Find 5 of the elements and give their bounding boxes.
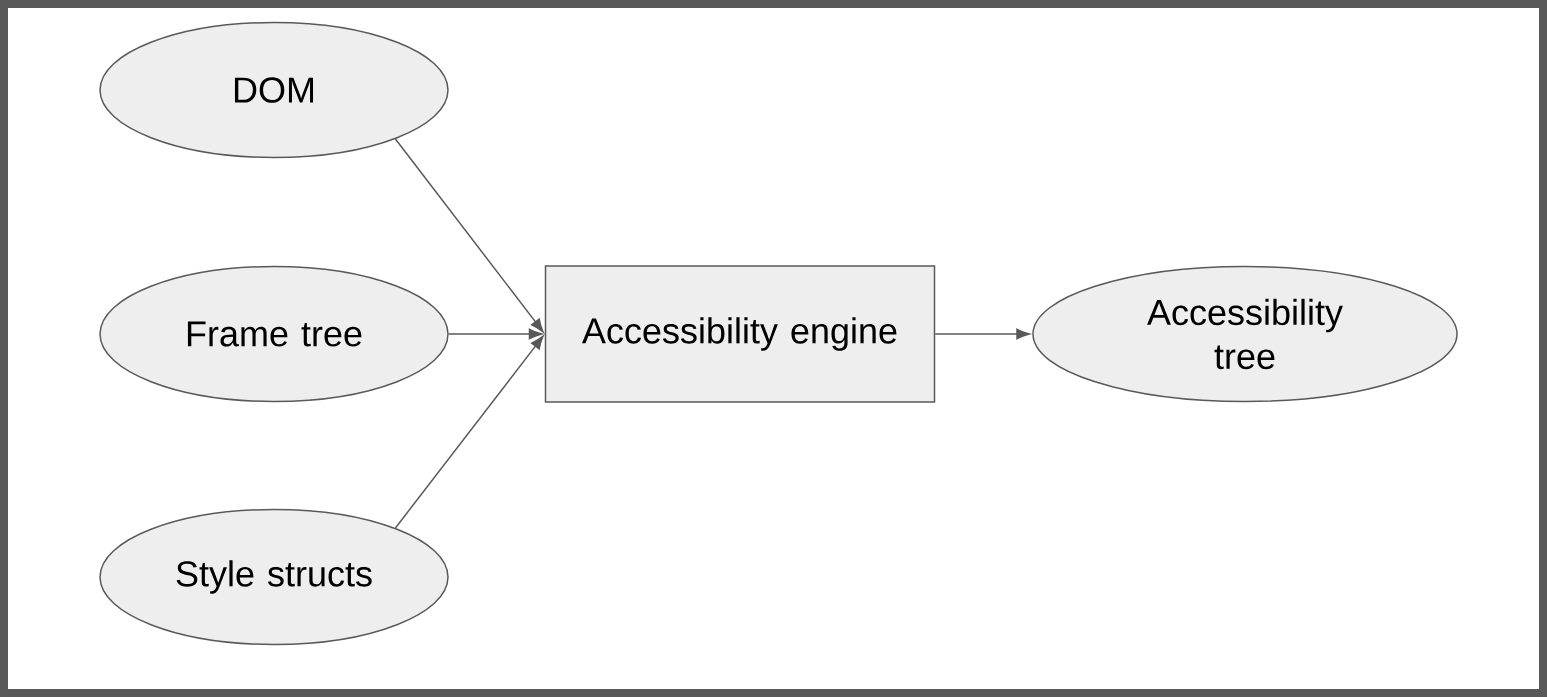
arrow	[394, 138, 544, 333]
arrow	[448, 328, 543, 340]
arrow	[394, 335, 544, 529]
arrow	[934, 328, 1030, 340]
process-box: Accessibility engine	[544, 265, 936, 403]
